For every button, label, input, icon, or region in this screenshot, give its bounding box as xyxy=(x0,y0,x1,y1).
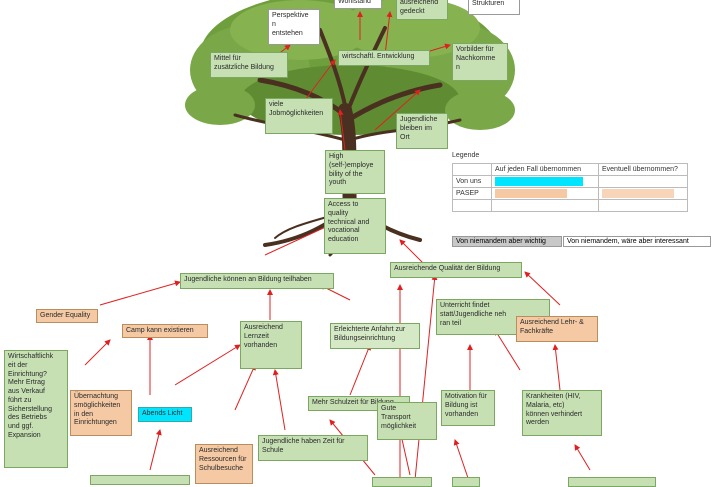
node-lernzeit: Ausreichend Lernzeit vorhanden xyxy=(240,321,302,369)
node-ressourcen: Ausreichend Ressourcen für Schulbesuche xyxy=(195,444,253,484)
node-access-education: Access to quality technical and vocation… xyxy=(324,198,386,254)
legend-row-us: Von uns xyxy=(452,175,492,188)
node-wirtschaftl-entwicklung: wirtschaftl. Entwicklung xyxy=(338,50,430,66)
legend-swatch-cyan xyxy=(495,177,583,186)
node-partial-3 xyxy=(452,477,480,487)
node-vorbilder: Vorbilder für Nachkomme n xyxy=(452,43,508,81)
legend-tag-interesting: Von niemandem, wäre aber interessant xyxy=(563,236,711,247)
node-abends-licht: Abends Licht xyxy=(138,407,192,422)
node-motivation: Motivation für Bildung ist vorhanden xyxy=(441,390,495,426)
node-strukturen: Strukturen xyxy=(468,0,520,15)
node-perspektiven: Perspektive n entstehen xyxy=(268,9,320,45)
node-high-employability: High (self-)employe bility of the youth xyxy=(325,150,385,194)
legend-row-pasep: PASEP xyxy=(452,187,492,200)
node-qualitaet-bildung: Ausreichende Qualität der Bildung xyxy=(390,262,522,278)
node-anfahrt: Erleichterte Anfahrt zur Bildungseinrich… xyxy=(330,323,420,349)
node-jobmoeglichkeiten: viele Jobmöglichkeiten xyxy=(265,98,333,134)
node-mittel-bildung: Mittel für zusätzliche Bildung xyxy=(210,52,288,78)
legend-tag-important: Von niemandem aber wichtig xyxy=(452,236,562,247)
legend-table: Auf jeden Fall übernommen Eventuell über… xyxy=(452,163,688,212)
node-uebernachtung: Übernachtung smöglichkeiten in den Einri… xyxy=(70,390,132,436)
node-partial-1 xyxy=(90,475,190,485)
node-camp: Camp kann existieren xyxy=(122,324,208,338)
legend-col-maybe: Eventuell übernommen? xyxy=(598,163,688,176)
node-jugendliche-bildung: Jugendliche können an Bildung teilhaben xyxy=(180,273,334,289)
legend-swatch-orange-light xyxy=(602,189,674,198)
node-krankheiten: Krankheiten (HIV, Malaria, etc) können v… xyxy=(522,390,602,436)
node-wirtschaftlichkeit: Wirtschaftlichk eit der Einrichtung? Meh… xyxy=(4,350,68,468)
legend-swatch-orange xyxy=(495,189,567,198)
node-ausreichend-gedeckt: ausreichend gedeckt xyxy=(396,0,448,20)
legend-col-sure: Auf jeden Fall übernommen xyxy=(491,163,599,176)
node-partial-4 xyxy=(568,477,656,487)
legend-title: Legende xyxy=(452,152,480,159)
node-zeit-schule: Jugendliche haben Zeit für Schule xyxy=(258,435,368,461)
node-jugendliche-bleiben: Jugendliche bleiben im Ort xyxy=(396,113,448,149)
node-lehrkraefte: Ausreichend Lehr- & Fachkräfte xyxy=(516,316,598,342)
node-gender-equality: Gender Equality xyxy=(36,309,98,323)
node-transport: Gute Transport möglichkeit xyxy=(377,402,437,440)
node-partial-2 xyxy=(372,477,432,487)
node-wohlstand: Wohlstand xyxy=(334,0,382,9)
